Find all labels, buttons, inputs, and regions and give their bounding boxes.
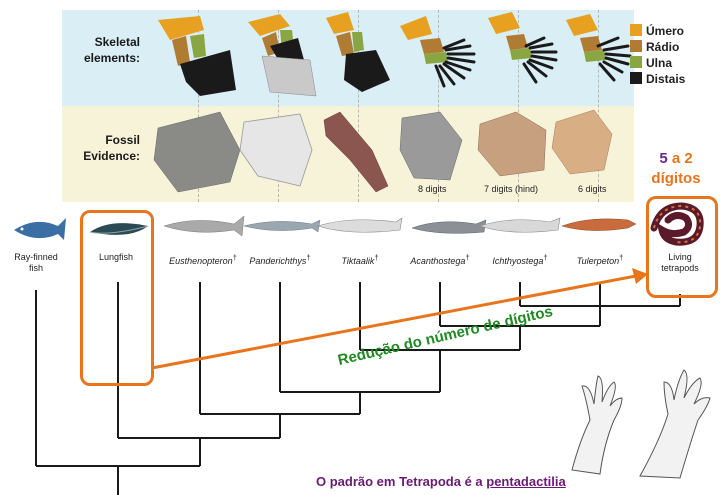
tulerpeton-icon: [562, 219, 636, 231]
taxon-tulerpeton-name: Tulerpeton: [577, 256, 619, 266]
tiktaalik-icon: [318, 218, 402, 232]
fossil-tiktaalik-icon: [324, 112, 388, 192]
extinct-dagger: †: [619, 253, 623, 262]
taxon-ray-finned-line2: fish: [6, 263, 66, 274]
legend-item-umero: Úmero: [646, 24, 684, 38]
eusthenopteron-icon: [164, 216, 244, 236]
taxon-ray-finned-fish: Ray-finned fish: [6, 252, 66, 274]
skeleton-acanthostega-icon: [400, 16, 474, 86]
extinct-dagger: †: [543, 253, 547, 262]
fossil-acanthostega-icon: [400, 112, 462, 180]
legend-label-umero: Úmero: [646, 24, 684, 38]
digit-range-connector: a: [672, 150, 680, 167]
extinct-dagger: †: [465, 253, 469, 262]
skeleton-panderichthys-icon: [248, 14, 316, 96]
pentadactyly-caption: O padrão em Tetrapoda é a pentadactilia: [316, 474, 566, 489]
hand-illustration-right-icon: [640, 370, 710, 478]
taxon-eusthenopteron: Eusthenopteron†: [158, 252, 248, 267]
legend-label-distais: Distais: [646, 72, 685, 86]
legend-swatch-radio: [630, 40, 642, 52]
legend-swatch-umero: [630, 24, 642, 36]
legend-label-ulna: Ulna: [646, 56, 672, 70]
legend-item-radio: Rádio: [646, 40, 679, 54]
digit-range-start: 5: [659, 150, 667, 167]
ichthyostega-icon: [480, 218, 560, 232]
extinct-dagger: †: [306, 253, 310, 262]
taxon-living-line2: tetrapods: [650, 263, 710, 274]
taxon-tiktaalik-name: Tiktaalik: [341, 256, 374, 266]
taxon-panderichthys: Panderichthys†: [238, 252, 322, 267]
caption-prefix: O padrão em Tetrapoda é a: [316, 474, 486, 489]
caption-underlined-term: pentadactilia: [486, 474, 565, 489]
taxon-acanthostega-name: Acanthostega: [410, 256, 465, 266]
fossil-panderichthys-icon: [240, 114, 312, 186]
digits-note-tulerpeton: 6 digits: [578, 184, 607, 194]
skeleton-eusthenopteron-icon: [158, 16, 236, 96]
taxon-ichthyostega: Ichthyostega†: [478, 252, 562, 267]
legend-swatch-ulna: [630, 56, 642, 68]
extinct-dagger: †: [233, 253, 237, 262]
skeleton-tulerpeton-icon: [566, 14, 630, 80]
taxon-lungfish: Lungfish: [86, 252, 146, 263]
digits-note-acanthostega: 8 digits: [418, 184, 447, 194]
fossil-tulerpeton-icon: [552, 110, 612, 174]
living-tetrapods-highlight-box: [646, 196, 718, 298]
lungfish-highlight-box: [80, 210, 154, 386]
taxon-living-tetrapods: Living tetrapods: [650, 252, 710, 274]
taxon-acanthostega: Acanthostega†: [398, 252, 482, 267]
taxon-ray-finned-line1: Ray-finned: [6, 252, 66, 263]
hand-illustration-left-icon: [572, 376, 622, 474]
taxon-eusthenopteron-name: Eusthenopteron: [169, 256, 233, 266]
ray-finned-fish-icon: [14, 218, 66, 240]
legend-item-distais: Distais: [646, 72, 685, 86]
digit-range-end: 2: [684, 150, 692, 167]
digit-range-word: dígitos: [634, 170, 718, 188]
skeleton-ichthyostega-icon: [488, 12, 556, 82]
panderichthys-icon: [244, 220, 320, 232]
legend-swatch-distais: [630, 72, 642, 84]
skeleton-tiktaalik-icon: [326, 12, 390, 92]
extinct-dagger: †: [374, 253, 378, 262]
taxon-ichthyostega-name: Ichthyostega: [492, 256, 543, 266]
legend-item-ulna: Ulna: [646, 56, 672, 70]
acanthostega-icon: [412, 220, 486, 233]
fossil-eusthenopteron-icon: [154, 112, 240, 192]
taxon-tulerpeton: Tulerpeton†: [560, 252, 640, 267]
taxon-panderichthys-name: Panderichthys: [249, 256, 306, 266]
digits-note-ichthyostega: 7 digits (hind): [484, 184, 538, 194]
taxon-tiktaalik: Tiktaalik†: [320, 252, 400, 267]
legend-label-radio: Rádio: [646, 40, 679, 54]
digit-range-title: 5 a 2: [634, 150, 718, 168]
taxon-living-line1: Living: [650, 252, 710, 263]
fossil-ichthyostega-icon: [478, 112, 546, 176]
